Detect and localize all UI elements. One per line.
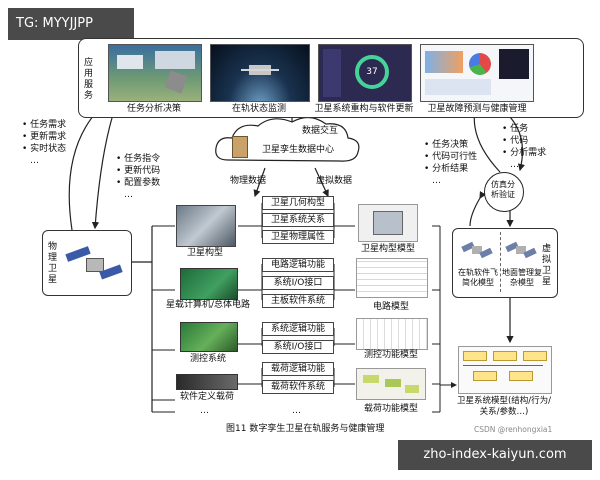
screenshot-status-monitor	[210, 44, 310, 102]
group-bar: 载荷逻辑功能	[262, 362, 334, 376]
model-img-ttc	[356, 318, 428, 350]
group-bar: 电路逻辑功能	[262, 258, 334, 272]
list-item: …	[510, 160, 519, 170]
model-label-config: 卫星构型模型	[360, 244, 415, 254]
satellite-icon	[65, 246, 124, 280]
sim-verify-node	[484, 172, 524, 212]
gauge-value: 37	[366, 67, 378, 77]
group-bar: 主板软件系统	[262, 294, 334, 308]
cloud-shape	[215, 116, 360, 162]
list-item: • 实时状态	[22, 144, 67, 154]
virtual-data-arrow	[314, 167, 329, 198]
top-watermark-text: TG: MYYJJPP	[16, 16, 93, 31]
list-item: • 任务	[502, 124, 529, 134]
hw-photo-config	[176, 205, 236, 247]
app-item-1: 任务分析决策	[126, 104, 181, 114]
model-img-circuit	[356, 258, 428, 298]
hw-ellipsis: …	[200, 406, 209, 416]
list-item: • 代码	[502, 136, 529, 146]
group-ellipsis: …	[292, 406, 301, 416]
screenshot-phm	[420, 44, 534, 102]
hw-label-obc: 星载计算机/总体电路	[165, 300, 251, 310]
model-label-circuit: 电路模型	[372, 302, 409, 312]
list-item: …	[124, 190, 133, 200]
cloud-label: 卫星孪生数据中心	[262, 145, 335, 155]
left-down-arc	[91, 117, 113, 230]
system-model-img	[458, 346, 552, 394]
list-item: • 配置参数	[116, 178, 161, 188]
physical-data-arrow	[253, 167, 266, 198]
app-item-2: 在轨状态监测	[231, 104, 286, 114]
sim-verify-label: 仿真分析验证	[491, 180, 515, 199]
sim-virtual-link	[469, 191, 487, 227]
csdn-watermark: CSDN @renhongxia1	[474, 425, 553, 434]
hw-label-payload: 软件定义载荷	[179, 392, 234, 402]
virtual-sat-label: 虚拟卫星	[542, 244, 552, 287]
app-item-4: 卫星故障预测与健康管理	[427, 104, 527, 114]
group-bar: 载荷软件系统	[262, 380, 334, 394]
list-item: • 更新代码	[116, 166, 161, 176]
list-item: • 任务需求	[22, 120, 67, 130]
bottom-watermark: zho-index-kaiyun.com	[398, 440, 592, 470]
physical-data-label: 物理数据	[230, 176, 267, 186]
group-bar: 卫星几何构型	[262, 196, 334, 210]
figure-caption: 图11 数字孪生卫星在轨服务与健康管理	[226, 424, 385, 434]
list-item: • 分析结果	[424, 164, 469, 174]
model-label-payload: 载荷功能模型	[363, 404, 418, 414]
group-bar: 卫星系统关系	[262, 213, 334, 227]
right-up-arc	[470, 108, 501, 173]
group-bar: 系统逻辑功能	[262, 322, 334, 336]
app-layer-label: 应用服务	[84, 58, 94, 101]
top-watermark: TG: MYYJJPP	[8, 8, 134, 40]
virtual-sat-icon-2	[505, 240, 537, 259]
screenshot-reconfig: 37	[318, 44, 412, 102]
group-bar: 系统I/O接口	[262, 276, 334, 290]
hw-label-ttc: 测控系统	[189, 354, 226, 364]
bottom-watermark-text: zho-index-kaiyun.com	[423, 447, 567, 462]
hw-photo-payload	[176, 374, 238, 390]
list-item: • 任务指令	[116, 154, 161, 164]
left-up-arc	[68, 107, 101, 231]
model-img-payload	[356, 368, 426, 400]
list-item: …	[30, 156, 39, 166]
list-item: • 更新需求	[22, 132, 67, 142]
group-bar: 卫星物理属性	[262, 230, 334, 244]
screenshot-mission-analysis	[108, 44, 202, 102]
virtual-model-2: 地面管理复杂模型	[502, 268, 542, 287]
model-img-config	[358, 204, 418, 242]
virtual-sat-box	[452, 228, 558, 298]
server-icon	[232, 136, 248, 158]
model-label-ttc: 测控功能模型	[363, 350, 418, 360]
app-item-3: 卫星系统重构与软件更新	[314, 104, 414, 114]
list-item: …	[432, 176, 441, 186]
hw-photo-ttc	[180, 322, 238, 352]
list-item: • 分析需求	[502, 148, 547, 158]
virtual-sat-icon-1	[461, 240, 493, 259]
hw-label-config: 卫星构型	[186, 248, 223, 258]
list-item: • 任务决策	[424, 140, 469, 150]
virtual-data-label: 虚拟数据	[316, 176, 353, 186]
physical-sat-label: 物理卫星	[48, 242, 58, 285]
virtual-model-1: 在轨软件飞简化模型	[458, 268, 498, 287]
group-bar: 系统I/O接口	[262, 340, 334, 354]
system-model-label: 卫星系统模型(结构/行为/关系/参数…)	[456, 396, 552, 417]
list-item: • 代码可行性	[424, 152, 478, 162]
hw-photo-obc	[180, 268, 238, 300]
data-exchange-label: 数据交互	[302, 126, 339, 136]
divider-line	[500, 232, 501, 292]
